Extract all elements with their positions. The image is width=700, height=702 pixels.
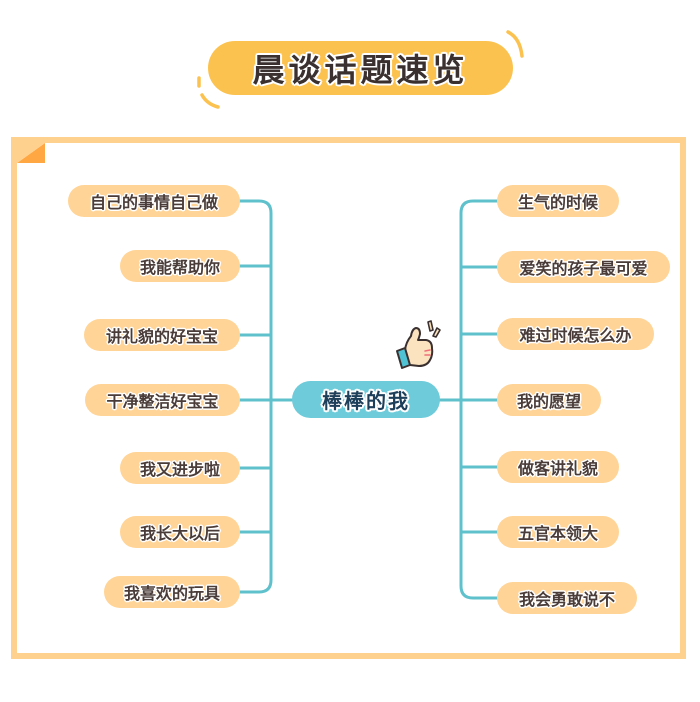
topic-label: 爱笑的孩子最可爱 [519,259,648,278]
topic-node-right-3[interactable]: 难过时候怎么办 [497,318,654,350]
topic-label: 我的愿望 [516,392,581,411]
topic-node-right-2[interactable]: 爱笑的孩子最可爱 [497,251,670,283]
topic-label: 难过时候怎么办 [519,326,632,345]
topic-node-left-3[interactable]: 讲礼貌的好宝宝 [84,319,240,351]
center-topic-label: 棒棒的我 [322,389,410,413]
topic-node-right-5[interactable]: 做客讲礼貌 [497,451,619,483]
topic-node-left-6[interactable]: 我长大以后 [120,516,240,548]
topic-node-left-1[interactable]: 自己的事情自己做 [68,185,240,217]
title-banner: 晨谈话题速览 [208,41,513,95]
topic-node-right-7[interactable]: 我会勇敢说不 [497,582,637,614]
topic-node-left-7[interactable]: 我喜欢的玩具 [104,576,240,608]
topic-node-left-5[interactable]: 我又进步啦 [120,452,240,484]
topic-label: 干净整洁好宝宝 [106,392,219,411]
topic-node-right-4[interactable]: 我的愿望 [497,384,601,416]
topic-node-left-2[interactable]: 我能帮助你 [120,250,240,282]
topic-label: 生气的时候 [517,193,598,212]
topic-label: 我喜欢的玩具 [123,584,220,603]
topic-label: 我会勇敢说不 [518,590,615,609]
title-decoration-right-icon [506,30,524,58]
title-decoration-left-icon [197,76,220,109]
topic-label: 我能帮助你 [139,258,220,277]
topic-label: 自己的事情自己做 [89,193,218,212]
topic-label: 讲礼貌的好宝宝 [105,327,218,346]
topic-node-right-1[interactable]: 生气的时候 [497,185,619,217]
topic-label: 五官本领大 [517,524,598,543]
corner-fold-icon [17,143,45,163]
topic-label: 我长大以后 [139,524,220,543]
topic-label: 我又进步啦 [139,460,220,479]
page-title: 晨谈话题速览 [252,51,469,89]
topic-node-right-6[interactable]: 五官本领大 [497,516,619,548]
topic-label: 做客讲礼貌 [517,459,598,478]
topic-node-left-4[interactable]: 干净整洁好宝宝 [85,384,240,416]
center-topic-node[interactable]: 棒棒的我 [292,381,440,418]
thumbs-up-icon [396,320,441,369]
